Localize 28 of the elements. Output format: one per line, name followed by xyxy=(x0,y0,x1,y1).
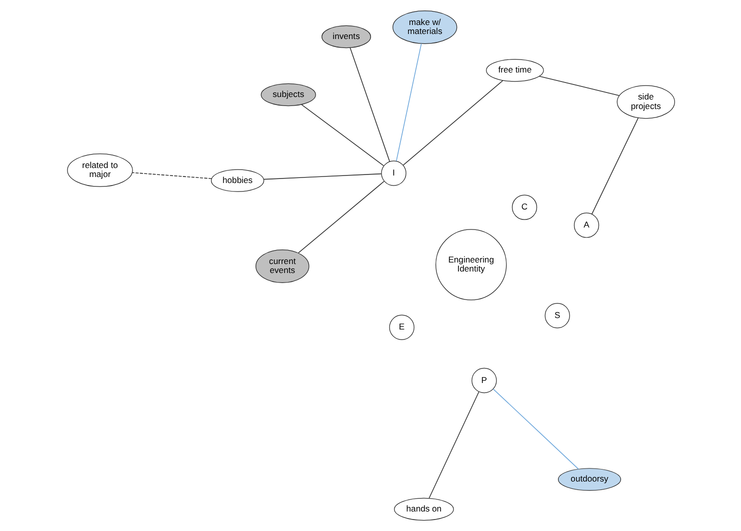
node-circle: S xyxy=(544,303,570,328)
connector xyxy=(591,118,638,214)
connector xyxy=(262,173,382,180)
connector xyxy=(492,388,578,470)
connector xyxy=(300,104,384,166)
node-ellipse: outdoorsy xyxy=(557,468,621,491)
node-ellipse: side projects xyxy=(616,85,674,119)
connector xyxy=(349,47,390,162)
node-ellipse: current events xyxy=(255,250,309,283)
node-ellipse: subjects xyxy=(260,83,316,106)
node-ellipse: make w/ materials xyxy=(392,10,457,44)
node-ellipse: invents xyxy=(321,25,370,48)
connector xyxy=(402,80,503,166)
node-ellipse: hobbies xyxy=(210,169,264,192)
node-circle: A xyxy=(573,212,599,238)
node-circle: C xyxy=(511,194,537,220)
connector xyxy=(428,391,479,499)
connector xyxy=(131,172,212,180)
node-circle: Engineering Identity xyxy=(435,229,506,300)
node-ellipse: related to major xyxy=(66,153,132,187)
node-circle: E xyxy=(388,314,414,340)
connector xyxy=(395,43,422,162)
node-circle: I xyxy=(380,160,406,186)
connector xyxy=(297,180,384,254)
node-ellipse: free time xyxy=(486,59,544,82)
node-ellipse: hands on xyxy=(394,498,454,521)
connector xyxy=(538,76,620,96)
node-circle: P xyxy=(471,368,496,394)
